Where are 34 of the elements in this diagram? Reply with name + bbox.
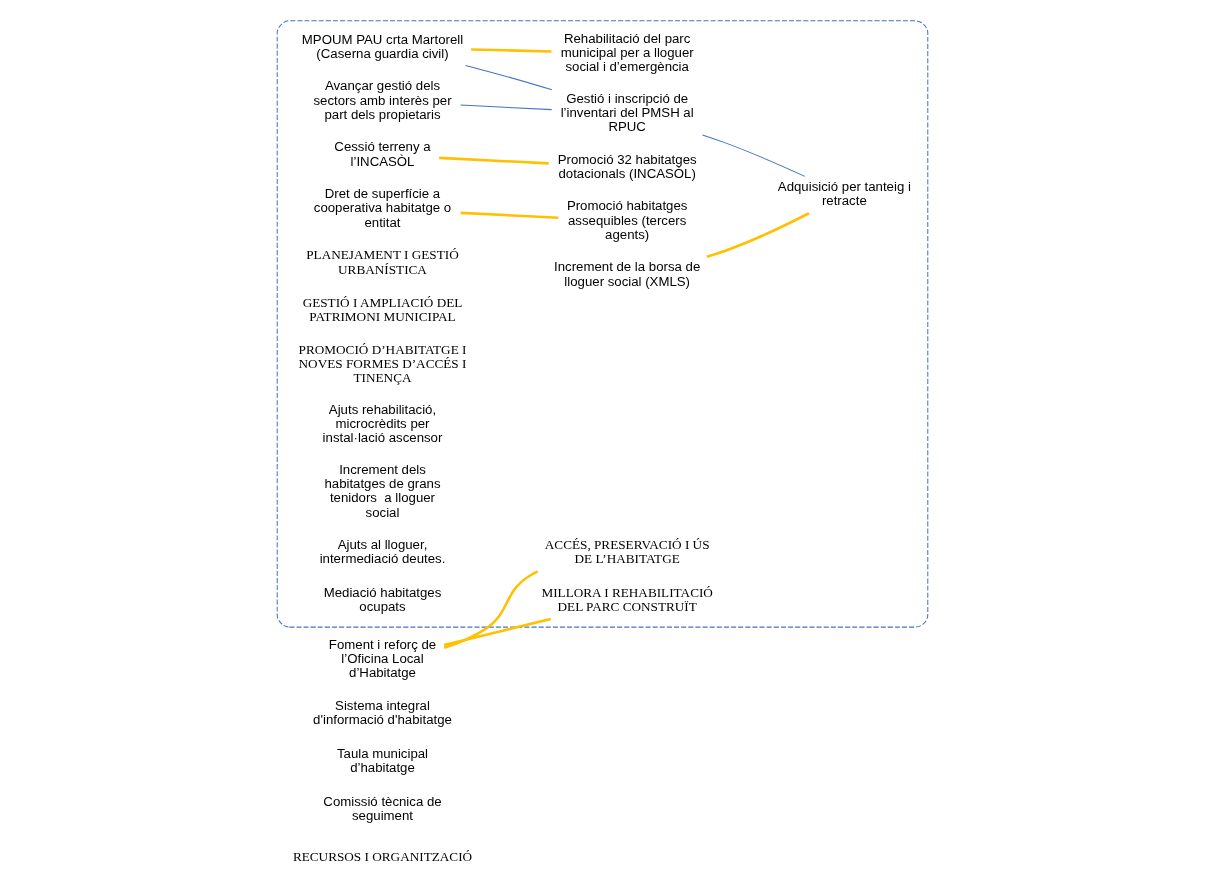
label: Ajuts rehabilitació, microcrèdits per instal·lació ascensor	[322, 401, 443, 446]
connector	[443, 570, 539, 649]
node-text: MILLORA I REHABILITACIÓ DEL PARC CONSTRUÏT	[541, 585, 713, 615]
label: GESTIÓ I AMPLIACIÓ DEL PATRIMONI MUNICIPAL	[302, 295, 463, 325]
node-text: Avançar gestió dels sectors amb interès per part dels propietaris	[313, 78, 452, 122]
node-text: Promoció habitatges assequibles (tercers agents)	[566, 198, 688, 242]
node-text: Adquisició per tanteig i retracte	[777, 179, 911, 209]
connector	[465, 65, 553, 91]
node-text: Promoció 32 habitatges dotacionals (INCASÒL)	[557, 151, 697, 181]
node-text: Cessió terreny a l’INCASÒL	[334, 139, 431, 169]
label: Increment dels habitatges de grans tenidors a lloguer social	[324, 461, 441, 520]
node-text: Rehabilitació del parc municipal per a lloguer social i d’emergència	[560, 30, 694, 75]
connector	[706, 212, 810, 258]
node-text: Increment de la borsa de lloguer social (XMLS)	[554, 259, 701, 289]
connector	[439, 156, 549, 165]
label: Mediació habitatges ocupats	[323, 585, 442, 615]
connector	[443, 617, 551, 647]
connector	[460, 104, 553, 111]
label: PROMOCIÓ D’HABITATGE I NOVES FORMES D’ACCÉS I TINENÇA	[298, 341, 467, 386]
label: Comissió tècnica de seguiment	[323, 793, 442, 823]
label: Ajuts al lloguer, intermediació deutes.	[319, 537, 446, 567]
node-text: ACCÉS, PRESERVACIÓ I ÚS DE L’HABITATGE	[544, 537, 710, 567]
node-text: MPOUM PAU crta Martorell (Caserna guardia civil)	[301, 31, 464, 61]
label: Taula municipal d’habitatge	[336, 745, 429, 775]
cluster	[276, 20, 929, 628]
node-text: Foment i reforç de l’Oficina Local d’Habitatge	[328, 636, 437, 681]
connector	[460, 211, 559, 220]
connector	[702, 134, 806, 177]
node-text: Dret de superfície a cooperativa habitatge o entitat	[313, 186, 452, 230]
label: PLANEJAMENT I GESTIÓ URBANÍSTICA	[306, 247, 459, 277]
label: RECURSOS I ORGANITZACIÓ	[292, 848, 473, 864]
label: Sistema integral d'informació d'habitatge	[313, 697, 452, 728]
node-text: Gestió i inscripció de l’inventari del PMSH al RPUC	[560, 90, 694, 135]
connector	[471, 48, 552, 53]
